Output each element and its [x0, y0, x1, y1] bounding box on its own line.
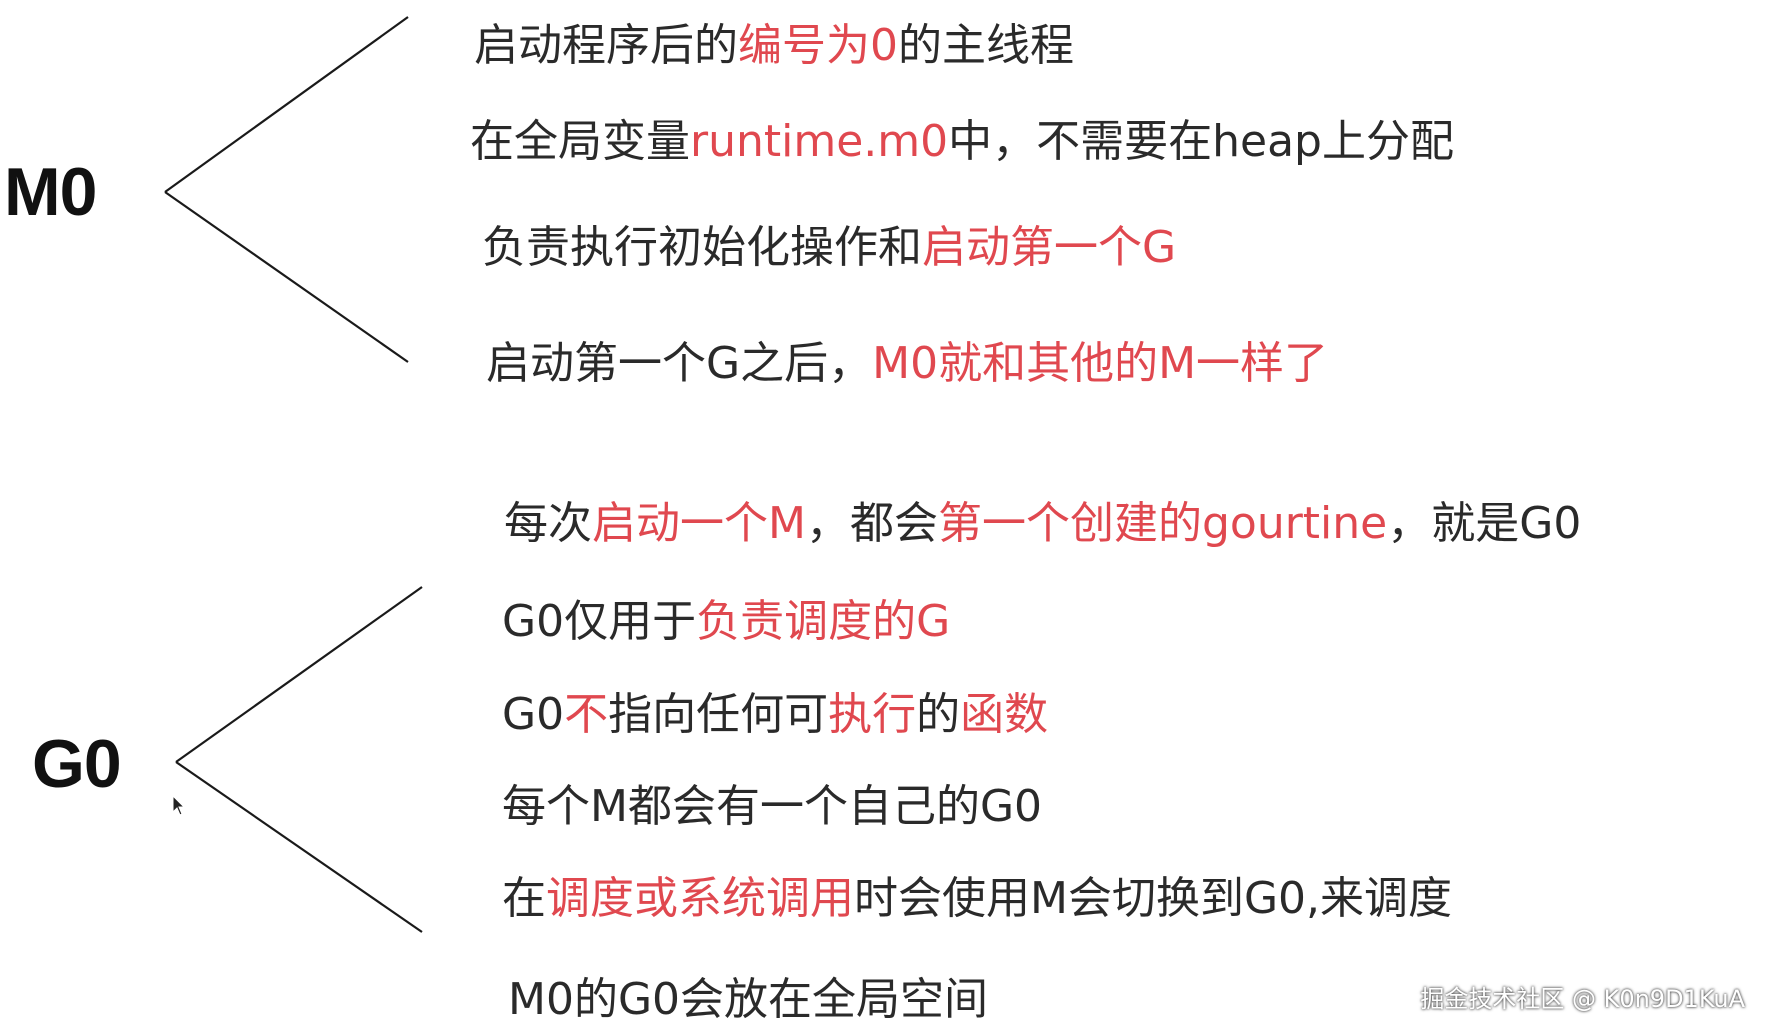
g0-line-6: M0的G0会放在全局空间 [508, 978, 988, 1022]
text-segment: 函数 [960, 689, 1049, 740]
text-segment: 执行 [828, 689, 917, 740]
text-segment: 第一个创建的gourtine [937, 498, 1388, 549]
m0-bracket-lower [164, 191, 409, 363]
text-segment: 每个M都会有一个自己的G0 [502, 781, 1043, 832]
text-segment: 的主线程 [898, 20, 1074, 71]
text-segment: 编号为0 [738, 20, 898, 71]
text-segment: 不 [564, 689, 609, 740]
text-segment: 负责执行初始化操作和 [482, 222, 922, 273]
g0-line-1: 每次启动一个M，都会第一个创建的gourtine，就是G0 [504, 502, 1581, 546]
g0-line-2: G0仅用于负责调度的G [502, 600, 950, 644]
text-segment: 启动程序后的 [474, 20, 738, 71]
mouse-cursor-icon [172, 795, 186, 816]
text-segment: 时会使用M会切换到G0,来调度 [854, 873, 1453, 924]
text-segment: 负责调度的G [696, 596, 951, 647]
text-segment: G0 [502, 689, 565, 740]
m0-line-4: 启动第一个G之后，M0就和其他的M一样了 [486, 342, 1328, 386]
text-segment: 启动一个M [592, 498, 806, 549]
g0-line-3: G0不指向任何可执行的函数 [502, 693, 1048, 737]
text-segment: ，就是G0 [1387, 498, 1582, 549]
text-segment: 在全局变量 [470, 116, 690, 167]
text-segment: runtime.m0 [690, 116, 949, 167]
m0-line-1: 启动程序后的编号为0的主线程 [474, 24, 1074, 68]
text-segment: ，都会 [805, 498, 938, 549]
text-segment: 中，不需要在heap上分配 [948, 116, 1454, 167]
m0-bracket-upper [164, 16, 409, 193]
text-segment: M0的G0会放在全局空间 [508, 974, 989, 1025]
g0-bracket-upper [175, 586, 423, 763]
g0-bracket-lower [175, 761, 423, 933]
watermark: 掘金技术社区 @ K0n9D1KuA [1420, 985, 1745, 1013]
text-segment: M0就和其他的M一样了 [872, 338, 1329, 389]
text-segment: 指向任何可 [608, 689, 829, 740]
g0-group-label: G0 [32, 726, 122, 802]
text-segment: 每次 [504, 498, 592, 549]
m0-line-2: 在全局变量runtime.m0中，不需要在heap上分配 [470, 120, 1454, 164]
text-segment: G0仅用于 [502, 596, 697, 647]
text-segment: 的 [916, 689, 961, 740]
text-segment: 在 [502, 873, 546, 924]
g0-line-4: 每个M都会有一个自己的G0 [502, 785, 1042, 829]
m0-line-3: 负责执行初始化操作和启动第一个G [482, 226, 1176, 270]
text-segment: 启动第一个G之后， [486, 338, 873, 389]
text-segment: 调度或系统调用 [546, 873, 854, 924]
m0-group-label: M0 [4, 154, 97, 230]
text-segment: 启动第一个G [922, 222, 1177, 273]
g0-line-5: 在调度或系统调用时会使用M会切换到G0,来调度 [502, 877, 1452, 921]
